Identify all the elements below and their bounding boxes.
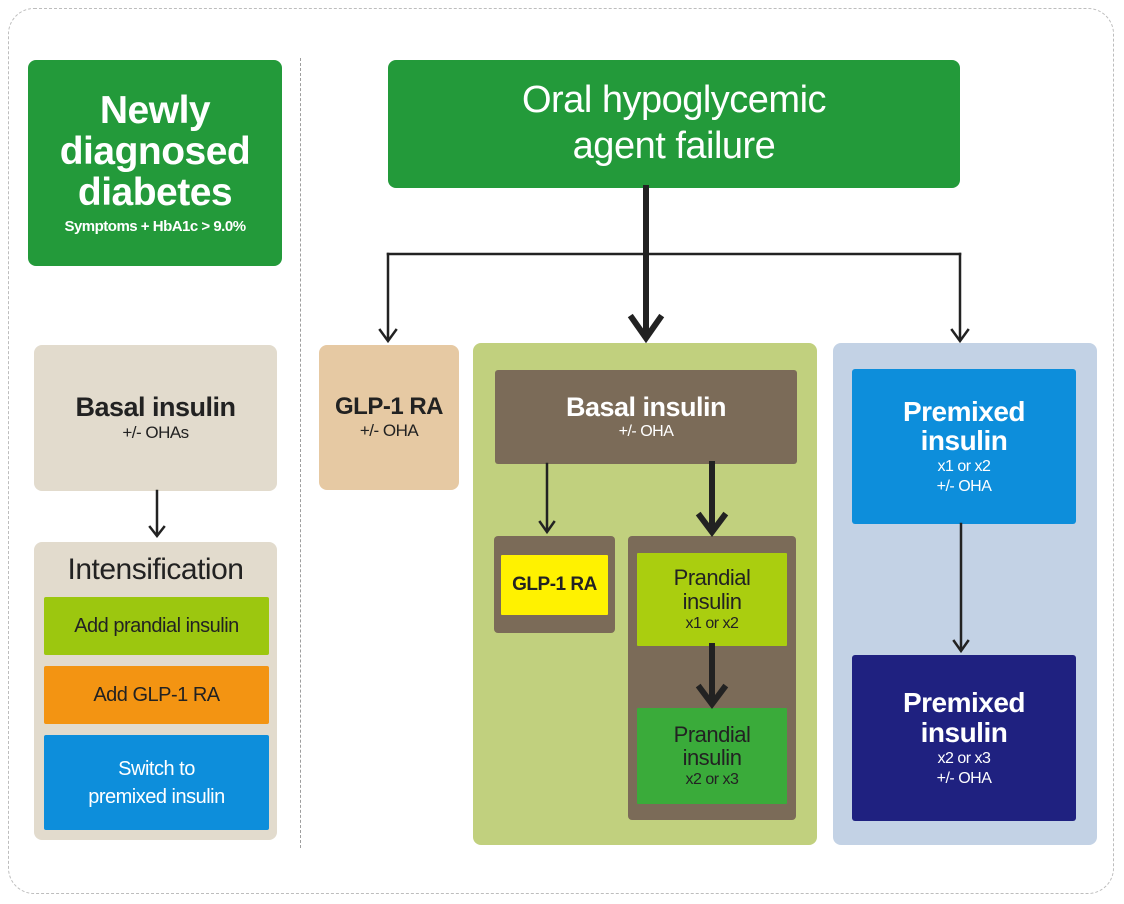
newly-diagnosed-title: Newly diagnosed diabetes (59, 89, 251, 214)
premixed-2-line2: +/- OHA (936, 769, 992, 787)
oha-failure-box: Oral hypoglycemic agent failure (388, 60, 960, 188)
glp1-ra-title: GLP-1 RA (334, 392, 444, 420)
option-switch-premixed-label: Switch to premixed insulin (88, 757, 225, 808)
prandial-1-subtitle: x1 or x2 (685, 614, 739, 632)
arrowhead-basal-to-intensification (148, 525, 166, 539)
option-add-prandial-label: Add prandial insulin (74, 614, 239, 637)
option-add-glp1-label: Add GLP-1 RA (93, 683, 220, 706)
arrowhead-trunk (627, 313, 665, 344)
premixed-1-line2: +/- OHA (936, 478, 992, 496)
basal-insulin-subtitle: +/- OHA (618, 423, 674, 441)
basal-insulin-box: Basal insulin +/- OHA (495, 370, 797, 464)
prandial-2-box: Prandial insulin x2 or x3 (637, 708, 787, 804)
diagram-frame (8, 8, 1114, 894)
oha-failure-title: Oral hypoglycemic agent failure (521, 79, 827, 167)
prandial-1-box: Prandial insulin x1 or x2 (637, 553, 787, 646)
basal-glp1-box: GLP-1 RA (501, 555, 608, 615)
left-basal-insulin-box: Basal insulin +/- OHAs (34, 345, 277, 491)
newly-diagnosed-box: Newly diagnosed diabetes Symptoms + HbA1… (28, 60, 282, 266)
basal-glp1-title: GLP-1 RA (512, 574, 597, 596)
prandial-1-title: Prandial insulin (673, 565, 751, 614)
basal-insulin-title: Basal insulin (565, 391, 727, 422)
glp1-ra-box: GLP-1 RA +/- OHA (319, 345, 459, 490)
prandial-2-title: Prandial insulin (673, 721, 751, 770)
intensification-title: Intensification (67, 553, 244, 586)
premixed-1-box: Premixed insulin x1 or x2 +/- OHA (852, 369, 1076, 524)
option-add-prandial: Add prandial insulin (44, 597, 269, 655)
premixed-2-title: Premixed insulin (902, 687, 1026, 748)
left-basal-insulin-subtitle: +/- OHAs (122, 423, 189, 443)
option-add-glp1: Add GLP-1 RA (44, 666, 269, 724)
arrowhead-prandial-1-to-2 (695, 683, 729, 709)
premixed-2-line1: x2 or x3 (937, 749, 991, 767)
option-switch-premixed: Switch to premixed insulin (44, 735, 269, 830)
premixed-1-line1: x1 or x2 (937, 458, 991, 476)
prandial-2-subtitle: x2 or x3 (685, 771, 739, 789)
left-basal-insulin-title: Basal insulin (75, 391, 236, 422)
premixed-1-title: Premixed insulin (902, 395, 1026, 456)
arrowhead-to-premixed (950, 328, 970, 344)
newly-diagnosed-subtitle: Symptoms + HbA1c > 9.0% (64, 217, 246, 235)
arrowhead-basal-to-glp1 (538, 520, 556, 535)
column-divider (300, 58, 301, 848)
arrowhead-premixed-1-to-2 (952, 639, 970, 654)
glp1-ra-subtitle: +/- OHA (359, 421, 419, 441)
premixed-2-box: Premixed insulin x2 or x3 +/- OHA (852, 655, 1076, 821)
arrowhead-basal-to-prandial (695, 511, 729, 537)
arrowhead-to-glp1 (378, 328, 398, 344)
